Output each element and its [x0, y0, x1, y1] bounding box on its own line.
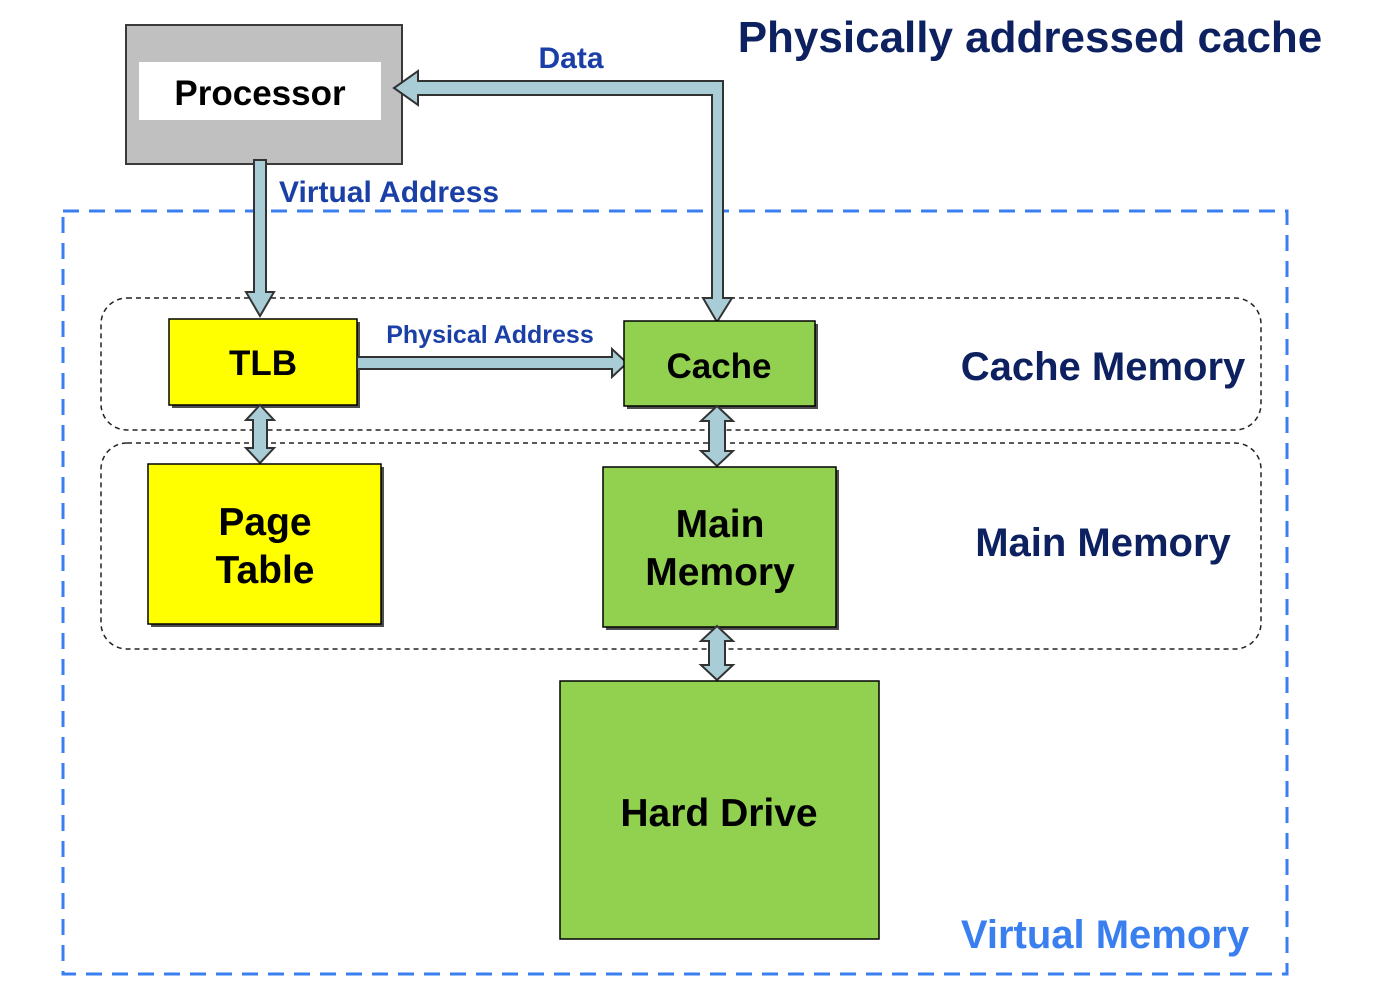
tlb-page-table-arrow: [243, 403, 277, 465]
data-label: Data: [538, 42, 603, 75]
virtual-memory-boundary: [61, 209, 1289, 976]
hard-drive-label: Hard Drive: [620, 792, 817, 835]
cache-memory-region: [100, 297, 1262, 431]
processor-block: Processor: [125, 24, 403, 165]
physical-address-arrow: [356, 346, 629, 380]
main-memory-region-label: Main Memory: [975, 521, 1231, 565]
virtual-address-label: Virtual Address: [279, 176, 499, 209]
tlb-block: TLB: [168, 318, 360, 408]
hard-drive-block: Hard Drive: [559, 680, 880, 940]
page-title: Physically addressed cache: [738, 13, 1323, 62]
main-memory-hard-drive-arrow: [698, 624, 736, 682]
data-arrow: [392, 69, 734, 324]
tlb-label: TLB: [229, 344, 297, 383]
main-memory-label-line1: Main: [676, 503, 765, 546]
main-memory-label-line2: Memory: [645, 551, 795, 594]
cache-block: Cache: [623, 320, 818, 409]
cache-label: Cache: [666, 347, 771, 386]
virtual-memory-label: Virtual Memory: [961, 913, 1250, 957]
page-table-label-line2: Table: [216, 549, 315, 592]
physical-address-label: Physical Address: [386, 321, 594, 349]
virtual-address-arrow: [244, 159, 276, 318]
processor-label: Processor: [174, 74, 346, 113]
page-table-label-line1: Page: [218, 501, 311, 544]
cache-memory-label: Cache Memory: [961, 345, 1246, 389]
cache-main-memory-arrow: [698, 404, 736, 468]
page-table-block: Page Table: [147, 463, 384, 627]
main-memory-block: Main Memory: [602, 466, 839, 630]
main-memory-region: [100, 442, 1262, 650]
